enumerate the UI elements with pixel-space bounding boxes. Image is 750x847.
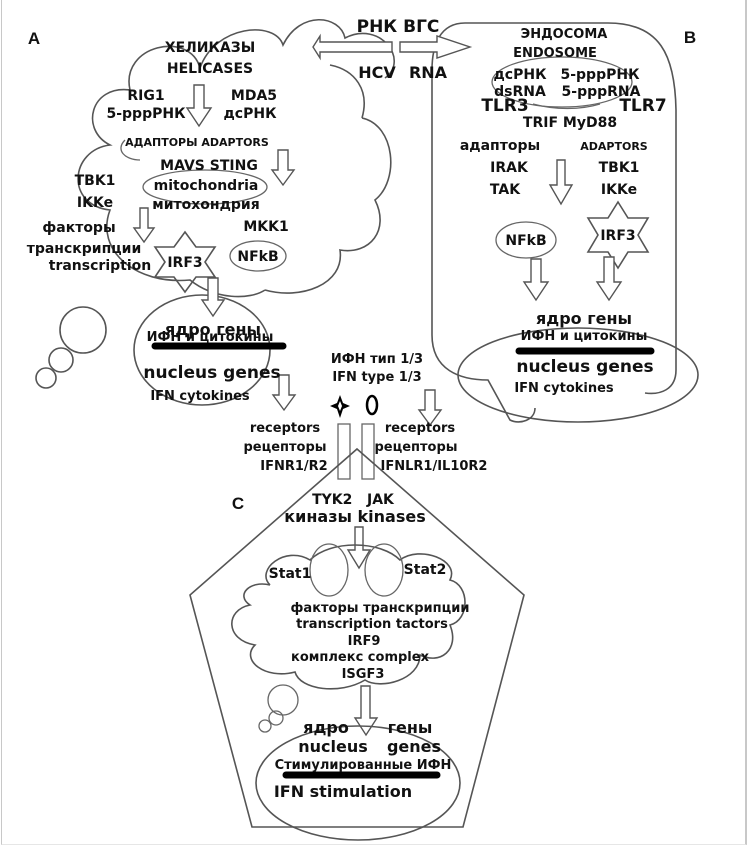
receptor-right-ru: рецепторы <box>374 440 457 455</box>
arrow-right-to-b <box>399 35 473 59</box>
ifn-type1-star-icon <box>330 395 350 418</box>
mitochondria-ellipse <box>142 169 268 205</box>
panel-c-cloud <box>231 544 466 733</box>
stat1: Stat1 <box>269 566 312 582</box>
adaptors-a: АДАПТОРЫ ADAPTORS <box>125 136 269 149</box>
factors-ru-c: факторы транскрипции <box>291 601 470 616</box>
receptor-left-ru: рецепторы <box>243 440 326 455</box>
panel-label-b: B <box>684 28 696 47</box>
nfkb-ellipse-a <box>229 240 287 272</box>
nucleus-en-2-a: IFN cytokines <box>150 389 250 404</box>
dsrna-ru: дсРНК <box>493 67 547 83</box>
mda5-ligand: дсРНК <box>223 106 277 122</box>
stimulation-en: IFN stimulation <box>274 782 412 801</box>
endosome-en: ENDOSOME <box>513 46 597 61</box>
tlr7: TLR7 <box>619 96 666 116</box>
ikke-b: IKKe <box>601 182 637 198</box>
genes-en-c: genes <box>387 737 441 756</box>
ifn-type-ru: ИФН тип 1/3 <box>331 352 423 367</box>
hcv-rna-en-hcv: HCV <box>358 63 396 82</box>
receptor-right-en: receptors <box>385 421 456 436</box>
nucleus-ru-1-b: ядро гены <box>536 309 632 328</box>
arrow-left-to-a <box>312 33 393 61</box>
genes-ru-c: гены <box>388 718 433 737</box>
nfkb-b: NFkB <box>505 233 546 249</box>
irak: IRAK <box>490 160 529 176</box>
stat2-ellipse <box>364 543 404 597</box>
tak: TAK <box>490 182 521 198</box>
tlr3: TLR3 <box>481 96 528 116</box>
ikke-a: IKKe <box>77 195 113 211</box>
nucleus-ru-2-a: ИФН и цитокины <box>147 330 274 345</box>
irf9: IRF9 <box>348 634 381 649</box>
rig1-ligand: 5-pppРНК <box>106 106 186 122</box>
isgf3: ISGF3 <box>342 667 385 682</box>
tbk1-a: TBK1 <box>75 173 116 189</box>
transcription-en-a: transcription <box>49 258 151 274</box>
tbk1-b: TBK1 <box>599 160 640 176</box>
irf3-star-b <box>586 200 650 270</box>
adaptors-en-b: ADAPTORS <box>580 140 648 153</box>
nucleus-ellipse-b <box>457 327 699 423</box>
receptor-right-name: IFNLR1/IL10R2 <box>381 459 488 474</box>
tyk2-jak: TYK2 JAK <box>312 492 395 508</box>
tlr-connector <box>532 103 601 110</box>
nucleus-ru-2-b: ИФН и цитокины <box>521 329 648 344</box>
factors-ru-a: факторы <box>42 220 115 236</box>
panel-a-cloud <box>35 19 395 389</box>
nucleus-ru-1-a: ядро гены <box>165 320 261 339</box>
factors-en-c: transcription tactors <box>296 617 448 632</box>
receptor-ifnr <box>337 423 351 480</box>
stat1-ellipse <box>309 543 349 597</box>
irf3-star-a <box>153 230 217 294</box>
receptor-left-en: receptors <box>250 421 321 436</box>
nucleus-en-2-b: IFN cytokines <box>514 381 614 396</box>
dsrna-en: dsRNA <box>494 84 546 100</box>
panel-label-c: C <box>232 494 244 513</box>
transcription-ru-a: транскрипции <box>27 241 142 257</box>
nucleus-ru-c: ядро <box>303 718 349 737</box>
down-arrows <box>132 84 623 737</box>
nfkb-ellipse-b <box>495 221 557 259</box>
helicases-en: HELICASES <box>167 61 253 77</box>
adaptors-ru-b: адапторы <box>460 138 540 154</box>
panel-label-a: A <box>28 29 40 48</box>
panel-c-pentagon <box>189 447 525 828</box>
complex: комплекс complex <box>291 650 430 665</box>
nfkb-a: NFkB <box>237 249 278 265</box>
mavs-sting: MAVS STING <box>160 158 258 174</box>
stimulated-ru: Стимулированные ИФН <box>275 758 452 773</box>
rig1-label: RIG1 <box>127 88 164 104</box>
nucleus-en-1-a: nucleus genes <box>143 363 280 383</box>
mkk1: MKK1 <box>243 219 288 235</box>
hcv-rna-en-rna: RNA <box>409 63 448 82</box>
helicases-ru: ХЕЛИКАЗЫ <box>165 40 255 56</box>
irf3-b: IRF3 <box>600 228 635 244</box>
nucleus-ellipse-c <box>255 725 461 841</box>
stat2: Stat2 <box>404 562 447 578</box>
ifn-type3-ring-icon <box>365 394 379 416</box>
hcv-rna-ru: РНК ВГС <box>357 17 440 37</box>
mda5-label: MDA5 <box>231 88 277 104</box>
endosome-ru: ЭНДОСОМА <box>521 27 608 42</box>
trif-myd88: TRIF MyD88 <box>523 115 617 131</box>
endosome-inner-ellipse <box>491 56 633 108</box>
receptor-left-name: IFNR1/R2 <box>260 459 327 474</box>
nucleus-en-c: nucleus <box>298 737 368 756</box>
kinases: киназы kinases <box>284 507 425 526</box>
ppprna-en: 5-pppRNA <box>562 84 641 100</box>
ifn-type-en: IFN type 1/3 <box>332 370 421 385</box>
ppprna-ru: 5-pppРНК <box>560 67 640 83</box>
nucleus-ellipse-a <box>133 294 271 406</box>
nucleus-en-1-b: nucleus genes <box>516 357 653 377</box>
mitochondria-ru: митохондрия <box>152 197 259 213</box>
irf3-a: IRF3 <box>167 255 202 271</box>
mitochondria-en: mitochondria <box>154 178 259 194</box>
receptor-ifnlr <box>361 423 375 480</box>
